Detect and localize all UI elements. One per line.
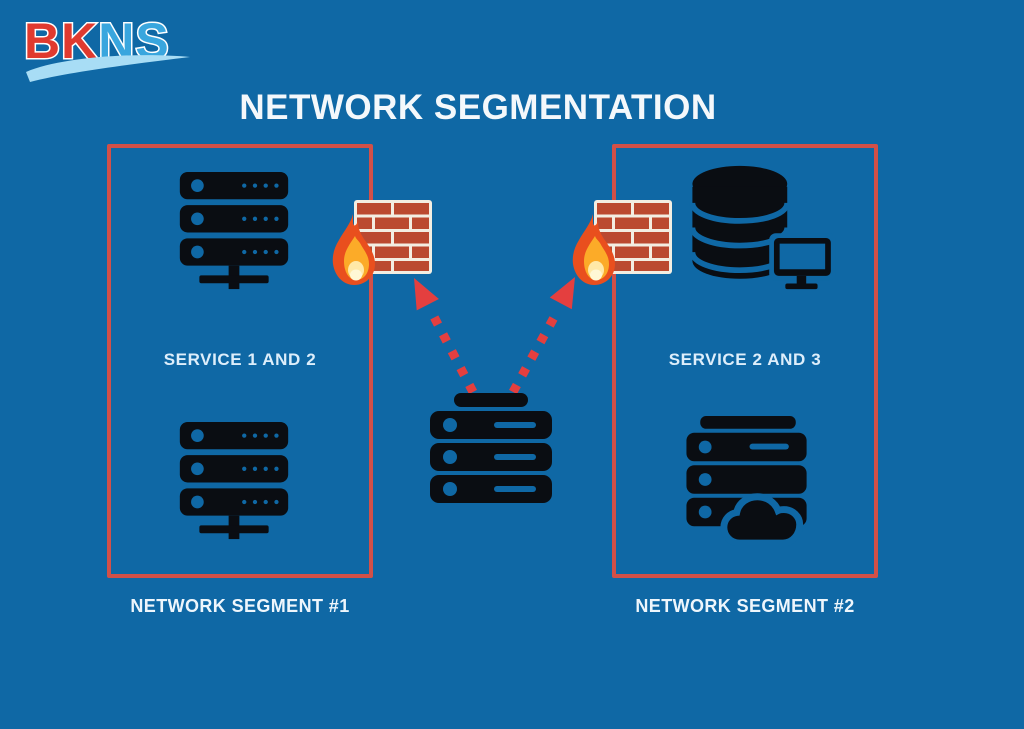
network-segment-2-box: SERVICE 2 AND 3 bbox=[612, 144, 878, 578]
server-cloud-icon bbox=[686, 416, 807, 546]
firewall-flame-icon bbox=[572, 200, 672, 285]
network-segment-1-box: SERVICE 1 AND 2 bbox=[107, 144, 373, 578]
server-rack-icon bbox=[179, 421, 289, 540]
dashed-arrows-icon bbox=[414, 277, 575, 395]
database-monitor-icon bbox=[689, 165, 836, 290]
firewall-flame-icon bbox=[332, 200, 432, 285]
service-label: SERVICE 1 AND 2 bbox=[163, 350, 317, 369]
central-server-icon bbox=[430, 393, 552, 503]
segment-label: NETWORK SEGMENT #1 bbox=[130, 596, 350, 616]
logo-text-red: BK bbox=[24, 13, 98, 69]
server-rack-icon bbox=[179, 171, 289, 290]
segment-label: NETWORK SEGMENT #2 bbox=[635, 596, 855, 616]
logo-swoosh bbox=[26, 55, 190, 82]
bkns-logo: BKNS bbox=[23, 12, 190, 82]
service-label: SERVICE 2 AND 3 bbox=[668, 350, 822, 369]
diagram-title: NETWORK SEGMENTATION bbox=[239, 88, 717, 127]
